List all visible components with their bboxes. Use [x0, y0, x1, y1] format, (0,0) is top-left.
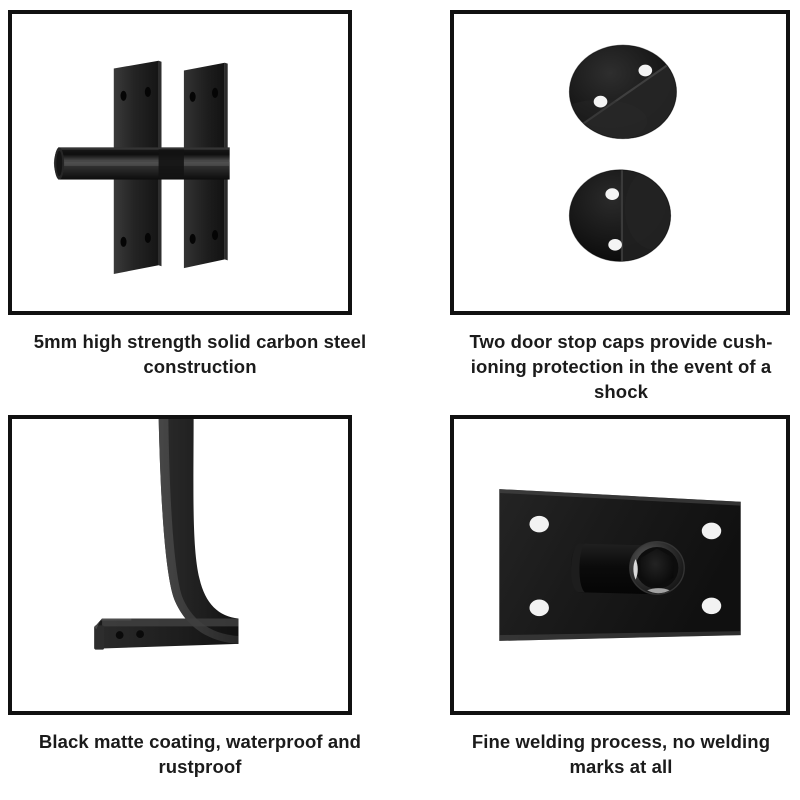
feature-cell-door-stop-caps: Two door stop caps provide cush- ioning …	[442, 4, 800, 404]
door-stop-cap-upper	[568, 44, 677, 140]
plate-screw-hole	[701, 597, 722, 615]
hex-nut	[640, 548, 674, 588]
cap-screw-hole	[608, 238, 622, 251]
product-image-frame-welded-plate	[450, 415, 790, 715]
ring-highlight-bottom	[647, 588, 670, 594]
feature-cell-carbon-steel-bracket: 5mm high strength solid carbon steel con…	[0, 4, 400, 404]
feature-caption-door-stop-caps: Two door stop caps provide cush- ioning …	[469, 331, 773, 402]
feature-caption-fine-welding: Fine welding process, no welding marks a…	[471, 731, 771, 777]
feature-caption-carbon-steel-bracket: 5mm high strength solid carbon steel con…	[33, 331, 367, 377]
door-stop-caps-illustration	[454, 14, 786, 311]
plate-screw-hole	[701, 522, 722, 540]
ring-highlight-left	[633, 559, 638, 580]
plate-screw-hole	[529, 599, 549, 617]
cap-screw-hole	[593, 95, 608, 108]
product-image-frame-bracket	[8, 10, 352, 315]
bar-end-hole	[115, 631, 124, 639]
bar-end-hole	[136, 630, 144, 638]
plate-screw-hole	[529, 515, 549, 533]
welded-boss	[571, 540, 685, 595]
curved-bar-illustration	[12, 419, 348, 711]
product-image-frame-curved-bar	[8, 415, 352, 715]
feature-cell-matte-coating: Black matte coating, waterproof and rust…	[0, 409, 400, 800]
cap-screw-hole	[605, 188, 620, 200]
welded-plate-illustration	[454, 419, 786, 711]
cap-screw-hole	[638, 64, 653, 77]
feature-cell-fine-welding: Fine welding process, no welding marks a…	[442, 409, 800, 800]
bracket-illustration	[12, 14, 348, 311]
feature-caption-matte-coating: Black matte coating, waterproof and rust…	[38, 731, 362, 777]
bracket-rod	[53, 147, 230, 180]
curved-bar-body	[94, 419, 239, 649]
product-image-frame-caps	[450, 10, 790, 315]
curved-bar-end-face	[94, 618, 144, 650]
